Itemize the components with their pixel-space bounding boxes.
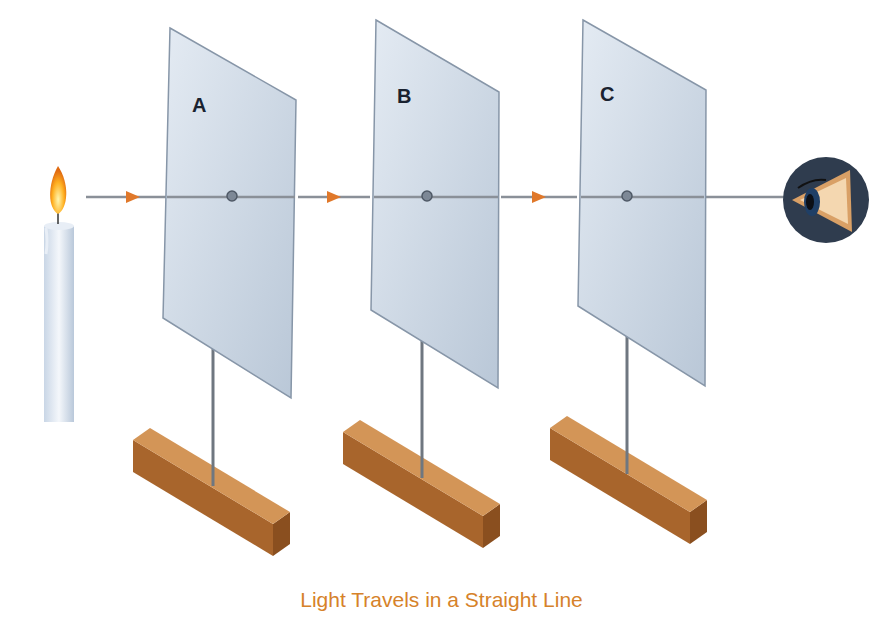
light-ray [704,196,786,199]
light-ray [501,191,577,203]
card-sheet: B [370,18,501,390]
sheet-letter: C [600,84,614,104]
arrow-head [126,191,140,203]
sheet-outline [577,18,707,388]
light-ray [298,191,370,203]
card-sheet: A [163,26,298,400]
sheet-letter: A [192,95,206,115]
eye [783,157,869,243]
candle [44,166,74,422]
sheet-letter: B [397,86,411,106]
sheet-outline [370,18,501,390]
card-sheet: C [577,18,707,388]
caption: Light Travels in a Straight Line [0,588,883,612]
sheet-outline [163,26,298,400]
